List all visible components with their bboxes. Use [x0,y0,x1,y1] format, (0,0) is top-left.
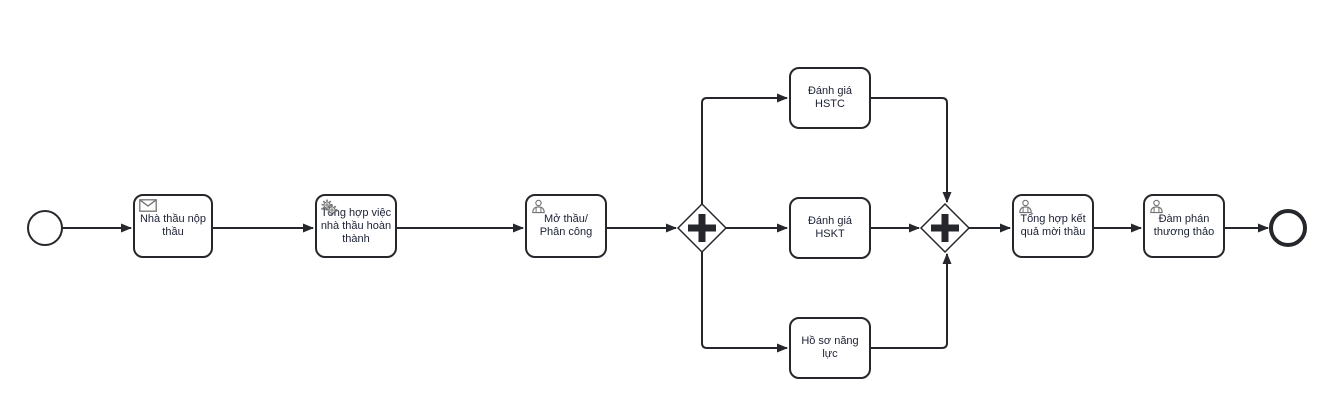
task-danh-gia-hstc[interactable]: Đánh giá HSTC [789,67,871,129]
user-icon [1018,199,1033,214]
task-danh-gia-hskt[interactable]: Đánh giá HSKT [789,197,871,259]
task-label: Đàm phán thương thảo [1153,213,1215,238]
end-event[interactable] [1269,209,1307,247]
task-label: Tổng hợp kết quả mời thầu [1020,213,1086,238]
task-mo-thau-phan-cong[interactable]: Mở thầu/ Phân công [525,194,607,258]
user-icon [531,199,546,214]
task-dam-phan-thuong-thao[interactable]: Đàm phán thương thảo [1143,194,1225,258]
parallel-gateway-plus-icon [688,214,716,242]
task-label: Nhà thầu nộp thầu [139,213,207,238]
task-nha-thau-nop-thau[interactable]: Nhà thầu nộp thầu [133,194,213,258]
task-tong-hop-viec-nha-thau-hoan-thanh[interactable]: Tổng hợp việc nhà thầu hoàn thành [315,194,397,258]
task-label: Đánh giá HSKT [807,215,853,240]
flow-gateway1-to-hstc[interactable] [701,93,788,204]
parallel-gateway-join[interactable] [919,202,971,254]
task-label: Đánh giá HSTC [807,85,853,110]
user-icon [1149,199,1164,214]
task-tong-hop-ket-qua-moi-thau[interactable]: Tổng hợp kết quả mời thầu [1012,194,1094,258]
parallel-gateway-split[interactable] [676,202,728,254]
task-label: Tổng hợp việc nhà thầu hoàn thành [320,206,392,245]
start-event[interactable] [27,210,63,246]
flow-hosonangluc-to-gateway2[interactable] [871,253,952,349]
task-label: Mở thầu/ Phân công [539,213,593,238]
message-icon [139,199,157,212]
parallel-gateway-plus-icon [931,214,959,242]
task-label: Hồ sơ năng lực [801,335,859,360]
flow-gateway1-to-hosonangluc[interactable] [701,252,788,353]
task-ho-so-nang-luc[interactable]: Hồ sơ năng lực [789,317,871,379]
service-gears-icon [321,199,338,216]
flow-hstc-to-gateway2[interactable] [871,97,952,203]
